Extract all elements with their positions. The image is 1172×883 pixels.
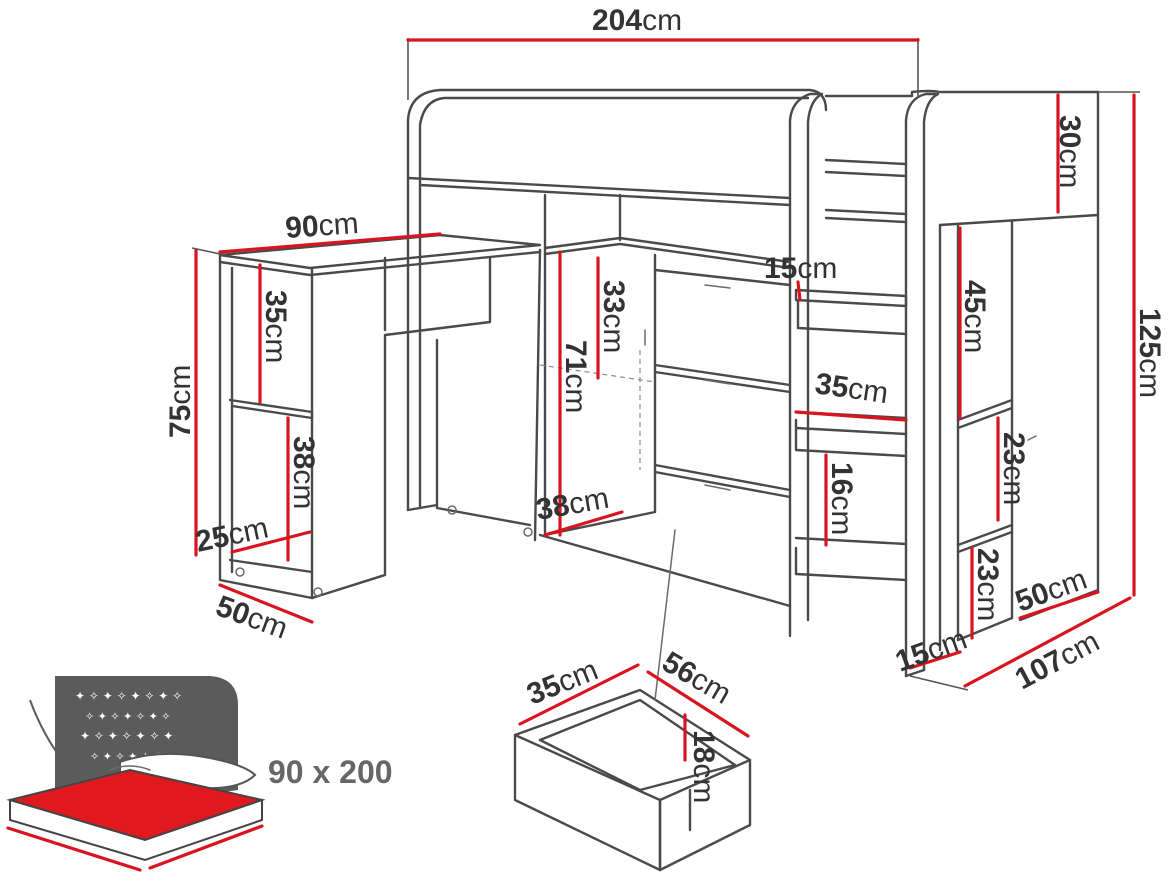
drawer [513, 529, 752, 872]
mattress-illustration: ✦ ✧ ✦ ✧ ✦ ✧ ✦ ✧ ✧ ✦ ✧ ✦ ✧ ✦ ✧ ✦ ✧ ✦ ✧ ✦ … [6, 676, 266, 872]
label-desk-height: 75cm [164, 365, 197, 438]
label-drawer-depth: 56cm [657, 645, 737, 710]
label-cabinet-upper: 33cm [597, 280, 630, 353]
svg-text:✦ ✧ ✦ ✧ ✦ ✧ ✦ ✧: ✦ ✧ ✦ ✧ ✦ ✧ ✦ ✧ [75, 689, 182, 703]
desk-unit [218, 233, 542, 600]
svg-text:✧ ✦ ✧ ✦ ✧ ✦ ✧: ✧ ✦ ✧ ✦ ✧ ✦ ✧ [85, 710, 171, 723]
label-desk-shelf-depth: 25cm [193, 511, 272, 559]
label-height-total: 125cm [1133, 308, 1166, 398]
label-side-shelf-1: 23cm [997, 432, 1030, 505]
mattress-size-label: 90 x 200 [268, 754, 393, 790]
label-step-top: 15cm [764, 252, 837, 285]
label-bottom-step: 15cm [891, 622, 971, 678]
label-top-rail: 30cm [1053, 115, 1086, 188]
label-desk-upper-shelf: 35cm [259, 290, 292, 363]
label-side-depth: 50cm [1011, 562, 1091, 618]
svg-text:✦ ✧ ✦ ✧ ✦ ✧ ✦: ✦ ✧ ✦ ✧ ✦ ✧ ✦ [80, 729, 173, 743]
label-desk-width: 90cm [284, 207, 359, 245]
loft-bed-structure [406, 88, 1100, 678]
dimension-lines [191, 38, 1140, 762]
label-step-height: 16cm [825, 462, 858, 535]
dimension-labels: 204cm 30cm 125cm 107cm 50cm 15cm 45cm 23… [164, 4, 1166, 803]
label-total-width: 204cm [592, 4, 682, 37]
label-step-width: 35cm [813, 367, 890, 410]
label-side-shelf-2: 23cm [971, 548, 1004, 621]
label-cabinet-height: 71cm [559, 340, 592, 413]
label-desk-lower-shelf: 38cm [287, 436, 320, 509]
label-drawer-height: 18cm [687, 730, 720, 803]
label-ladder-upper: 45cm [958, 280, 991, 353]
label-cabinet-depth: 38cm [533, 482, 611, 527]
